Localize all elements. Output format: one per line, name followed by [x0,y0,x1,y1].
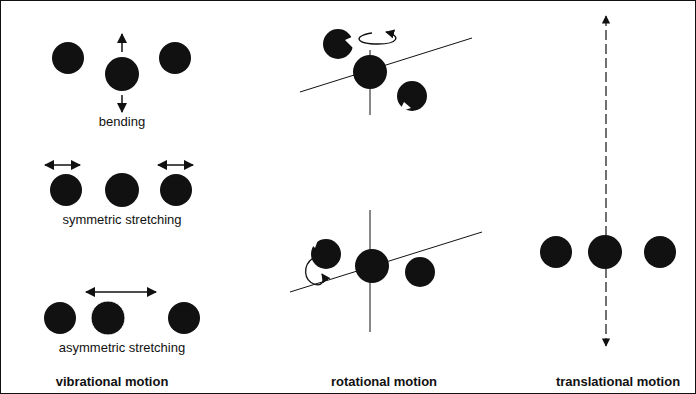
motion-label: symmetric stretching [62,212,181,228]
symmetric-stretch-molecule [45,165,193,207]
rotation-molecule-top [300,29,472,115]
bending-molecule [52,34,191,112]
column-title: vibrational motion [56,374,169,390]
motion-label: bending [99,114,145,130]
column-title: translational motion [556,374,680,390]
rotation-molecule-bottom [290,210,482,332]
column-title: rotational motion [331,374,437,390]
motion-label: asymmetric stretching [59,340,185,356]
asymmetric-stretch-molecule [44,292,200,335]
translation-molecule [540,16,676,346]
